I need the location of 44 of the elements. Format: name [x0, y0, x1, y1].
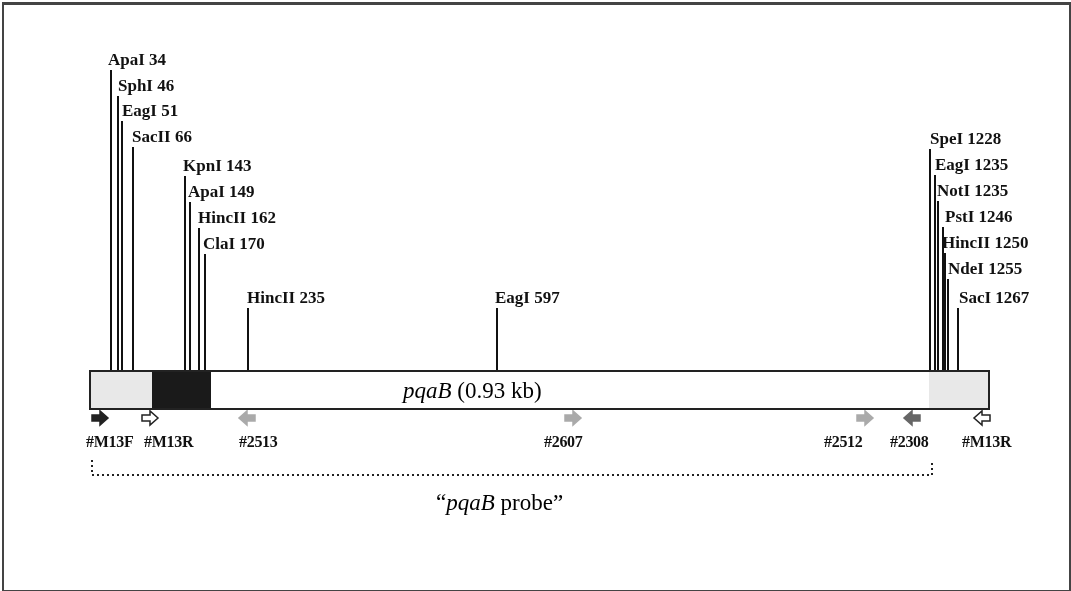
leader-line: [189, 201, 191, 371]
restriction-site-label: ClaI 170: [203, 234, 265, 254]
leader-line: [121, 120, 123, 371]
leader-line: [934, 174, 936, 371]
restriction-site-label: PstI 1246: [945, 207, 1013, 227]
restriction-site-label: SphI 46: [118, 76, 175, 96]
restriction-site-label: HincII 1250: [942, 233, 1029, 253]
restriction-site-label: EagI 51: [122, 101, 179, 121]
leader-line: [947, 278, 949, 371]
leader-line: [110, 69, 112, 371]
leader-line: [942, 226, 944, 371]
restriction-site-label: HincII 235: [247, 288, 325, 308]
primer-label: #2607: [544, 432, 583, 452]
gene-label: pqaB (0.93 kb): [403, 378, 542, 404]
restriction-site-label: ApaI 34: [108, 50, 167, 70]
restriction-site-label: KpnI 143: [183, 156, 252, 176]
primer-label: #2513: [239, 432, 278, 452]
restriction-site-label: SacII 66: [132, 127, 192, 147]
gene-map-bar: [89, 370, 990, 410]
leader-line: [204, 253, 206, 371]
restriction-site-label: ApaI 149: [188, 182, 255, 202]
primer-label: #M13R: [962, 432, 1012, 452]
restriction-site-label: SpeI 1228: [930, 129, 1002, 149]
leader-line: [198, 227, 200, 371]
primer-label: #2512: [824, 432, 863, 452]
leader-line: [937, 200, 939, 371]
primer-label: #2308: [890, 432, 929, 452]
restriction-site-label: SacI 1267: [959, 288, 1030, 308]
leader-line: [247, 307, 249, 371]
leader-line: [132, 146, 134, 371]
restriction-site-label: EagI 597: [495, 288, 560, 308]
probe-label: “pqaB probe”: [436, 490, 564, 516]
leader-line: [496, 307, 498, 371]
primer-label: #M13F: [86, 432, 134, 452]
leader-line: [929, 148, 931, 371]
leader-line: [117, 95, 119, 371]
leader-line: [184, 175, 186, 371]
leader-line: [944, 252, 946, 371]
restriction-site-label: NdeI 1255: [948, 259, 1023, 279]
primer-label: #M13R: [144, 432, 194, 452]
restriction-site-label: NotI 1235: [937, 181, 1009, 201]
restriction-site-label: HincII 162: [198, 208, 276, 228]
leader-line: [957, 307, 959, 371]
restriction-site-label: EagI 1235: [935, 155, 1009, 175]
